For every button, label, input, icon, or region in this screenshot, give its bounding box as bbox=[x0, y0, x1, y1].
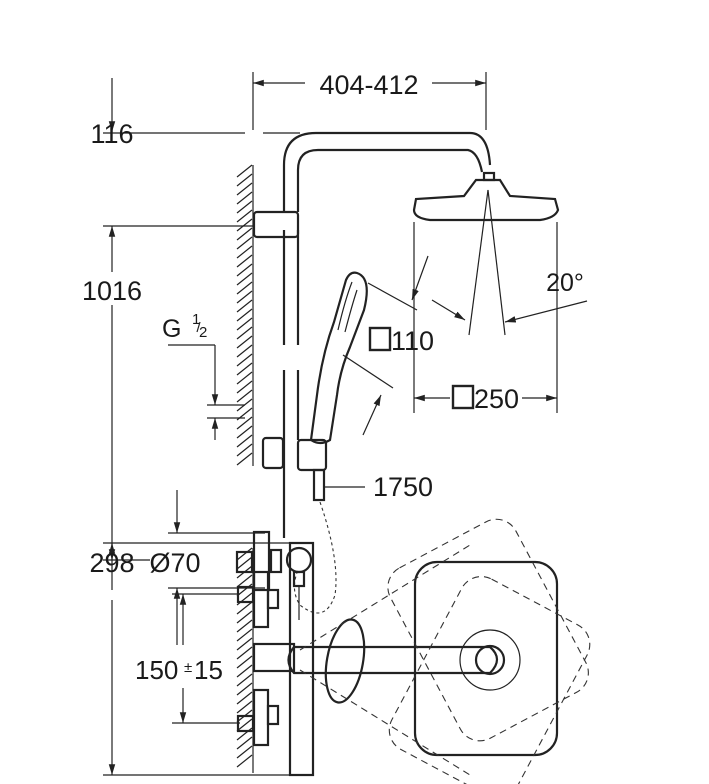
label-arm-projection: 404-412 bbox=[319, 70, 418, 100]
hatch-line bbox=[236, 565, 253, 579]
shower-riser: 1750 bbox=[252, 131, 492, 614]
thermostat-side bbox=[235, 530, 313, 620]
dimension-top-offset: 116 bbox=[90, 78, 300, 149]
hatch-line bbox=[236, 745, 253, 759]
hatch-line bbox=[236, 218, 253, 232]
label-spray-angle: 20° bbox=[546, 269, 584, 297]
hatch-line bbox=[236, 362, 253, 376]
hatch-line bbox=[236, 610, 253, 624]
label-head-size: 250 bbox=[474, 384, 519, 414]
hatch-line bbox=[236, 443, 253, 457]
slider-left bbox=[261, 436, 285, 470]
dimension-thermostat-height: 298 bbox=[89, 542, 313, 776]
hatch-line bbox=[236, 263, 253, 277]
hatch-line bbox=[236, 574, 253, 588]
hatch-line bbox=[236, 182, 253, 196]
label-inlet-value: 150 bbox=[135, 655, 178, 685]
hatch-line bbox=[236, 353, 253, 367]
wall-plan-view bbox=[236, 547, 254, 773]
hatch-line bbox=[236, 209, 253, 223]
hatch-line bbox=[236, 308, 253, 322]
dimension-thread: G 1 2 bbox=[162, 311, 245, 440]
shower-head-plan bbox=[413, 560, 559, 757]
label-thread-num: 1 bbox=[192, 311, 200, 328]
dimension-inlet-spacing: 150 ± 15 bbox=[135, 593, 240, 724]
hatch-line bbox=[236, 371, 253, 385]
hand-shower: 110 bbox=[309, 255, 434, 445]
dimension-arm-projection: 404-412 bbox=[252, 70, 487, 130]
label-thread-letter: G bbox=[162, 315, 181, 343]
hatch-line bbox=[236, 317, 253, 331]
hatch-line bbox=[236, 389, 253, 403]
hatch-line bbox=[236, 434, 253, 448]
hatch-line bbox=[236, 673, 253, 687]
hatch-line bbox=[236, 547, 253, 561]
hatch-line bbox=[236, 326, 253, 340]
hatch-line bbox=[236, 655, 253, 669]
dimension-riser-height: 1016 bbox=[82, 225, 253, 561]
hatch-line bbox=[236, 425, 253, 439]
hand-shower-holder bbox=[296, 438, 328, 472]
wall-side-view bbox=[236, 164, 254, 466]
label-riser-height: 1016 bbox=[82, 276, 142, 306]
hatch-line bbox=[236, 236, 253, 250]
hatch-line bbox=[236, 416, 253, 430]
thermostat-plan bbox=[236, 518, 591, 784]
hatch-line bbox=[236, 664, 253, 678]
hatch-line bbox=[236, 682, 253, 696]
hatch-line bbox=[236, 173, 253, 187]
hatch-line bbox=[236, 344, 253, 358]
wall-bracket-top bbox=[252, 210, 300, 239]
hatch-line bbox=[236, 736, 253, 750]
hatch-line bbox=[236, 718, 253, 732]
hatch-line bbox=[236, 227, 253, 241]
hatch-line bbox=[236, 299, 253, 313]
hatch-line bbox=[236, 200, 253, 214]
label-inlet-tolerance: 15 bbox=[194, 655, 223, 685]
label-hand-shower-size: 110 bbox=[391, 326, 434, 356]
hatch-line bbox=[236, 691, 253, 705]
hatch-line bbox=[236, 281, 253, 295]
hatch-line bbox=[236, 191, 253, 205]
hatch-line bbox=[236, 272, 253, 286]
hatch-line bbox=[236, 290, 253, 304]
hatch-line bbox=[236, 380, 253, 394]
shower-head-side: 20° 250 bbox=[412, 171, 588, 414]
hatch-line bbox=[236, 754, 253, 768]
hatch-line bbox=[236, 646, 253, 660]
label-thread-den: 2 bbox=[199, 324, 207, 341]
dimension-rosette: Ø70 bbox=[149, 490, 265, 645]
hatch-line bbox=[236, 601, 253, 615]
hatch-line bbox=[236, 245, 253, 259]
label-inlet-tolerance-sign: ± bbox=[184, 659, 192, 676]
hatch-line bbox=[236, 637, 253, 651]
label-hose-length: 1750 bbox=[373, 472, 433, 502]
hatch-line bbox=[236, 164, 253, 178]
hatch-line bbox=[236, 452, 253, 466]
hatch-line bbox=[236, 700, 253, 714]
hatch-line bbox=[236, 556, 253, 570]
hatch-line bbox=[236, 254, 253, 268]
hatch-line bbox=[236, 619, 253, 633]
hatch-line bbox=[236, 335, 253, 349]
label-thermostat-height: 298 bbox=[89, 548, 134, 578]
label-top-offset: 116 bbox=[90, 119, 133, 149]
hatch-line bbox=[236, 628, 253, 642]
label-rosette-diameter: Ø70 bbox=[149, 548, 200, 578]
hose-connector bbox=[312, 468, 326, 502]
